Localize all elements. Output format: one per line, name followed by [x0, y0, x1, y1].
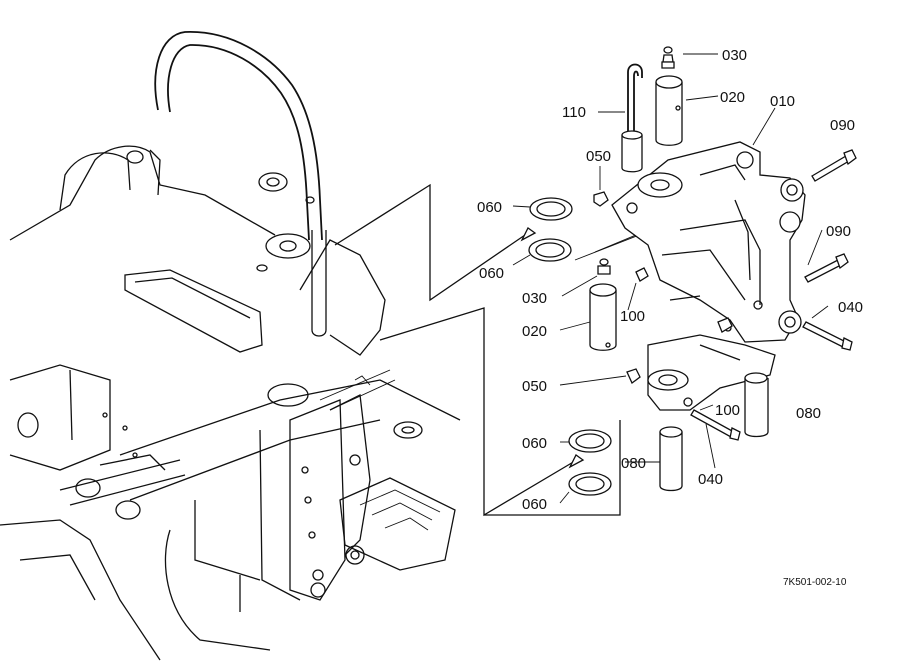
bushing-top: [655, 75, 683, 146]
callout-090-top: 090: [830, 117, 855, 134]
callout-080-low: 080: [621, 455, 646, 472]
lock-pin-hook: [621, 63, 643, 173]
callout-labels: 030 020 110 010 090 050 060 060 090 030 …: [477, 47, 863, 588]
callout-030-mid: 030: [522, 290, 547, 307]
seal-ring-b: [528, 238, 572, 262]
callout-080-right: 080: [796, 405, 821, 422]
seal-ring-c: [568, 429, 612, 453]
machine-frame-illustration: [0, 31, 461, 661]
pin-080-right: [744, 372, 769, 438]
callout-100-mid: 100: [620, 308, 645, 325]
callout-100-low: 100: [715, 402, 740, 419]
arrow-head-icon: [520, 227, 537, 242]
bushing-mid: [589, 283, 617, 351]
callout-010: 010: [770, 93, 795, 110]
document-id: 7K501-002-10: [783, 577, 847, 588]
callout-050-low: 050: [522, 378, 547, 395]
grease-fitting-top: [661, 46, 675, 69]
arrow-head-icon: [568, 454, 585, 469]
exploded-parts: [528, 46, 857, 496]
seal-ring-a: [529, 197, 573, 221]
callout-110: 110: [562, 104, 586, 121]
callout-060-d: 060: [522, 496, 547, 513]
callout-060-a: 060: [477, 199, 502, 216]
callout-060-c: 060: [522, 435, 547, 452]
callout-leaders: [512, 53, 829, 504]
grease-fitting-mid: [597, 258, 611, 275]
callout-020-top: 020: [720, 89, 745, 106]
callout-050-top: 050: [586, 148, 611, 165]
pin-080-low: [659, 426, 683, 492]
callout-020-mid: 020: [522, 323, 547, 340]
callout-040-low: 040: [698, 471, 723, 488]
set-screw-top: [593, 191, 609, 207]
set-screw-low: [626, 368, 641, 385]
callout-060-b: 060: [479, 265, 504, 282]
callout-040-right: 040: [838, 299, 863, 316]
seal-ring-d: [568, 472, 612, 496]
bolt-090-top: [811, 149, 857, 182]
bolt-040-low: [690, 409, 741, 441]
swing-bracket: [611, 141, 806, 411]
bolt-090-mid: [804, 253, 849, 283]
callout-030-top: 030: [722, 47, 747, 64]
bolt-040-right: [802, 321, 853, 351]
nut-100-mid: [635, 267, 733, 333]
callout-090-mid: 090: [826, 223, 851, 240]
assembly-guide-lines: [334, 183, 666, 517]
